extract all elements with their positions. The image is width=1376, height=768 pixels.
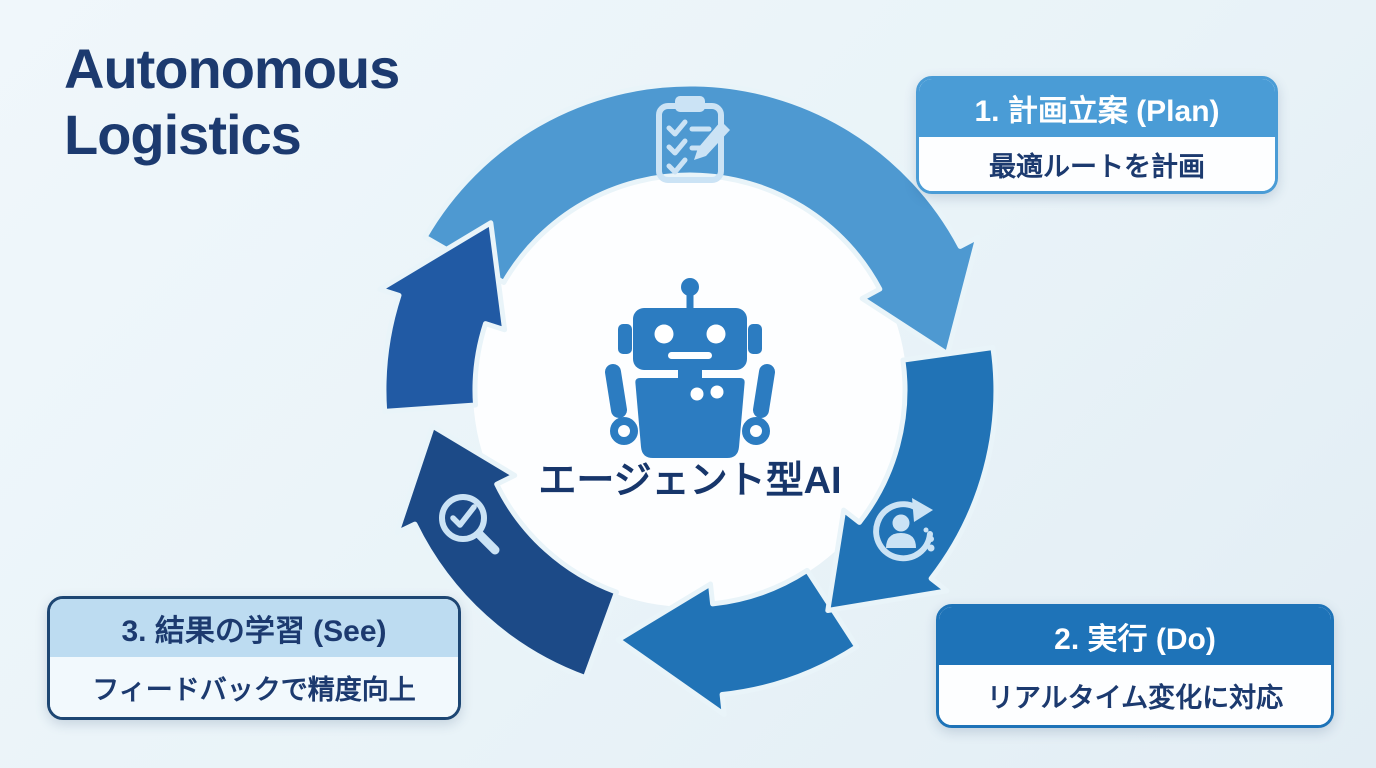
step-body-see: フィードバックで精度向上 xyxy=(50,657,458,717)
person-sync-icon xyxy=(873,498,935,562)
step-box-do: 2. 実行 (Do) リアルタイム変化に対応 xyxy=(936,604,1334,728)
magnifier-check-icon xyxy=(439,494,500,555)
arrow-segment-do xyxy=(825,345,999,613)
page-title: Autonomous Logistics xyxy=(64,37,400,166)
step-box-plan: 1. 計画立案 (Plan) 最適ルートを計画 xyxy=(916,76,1278,194)
robot-icon xyxy=(605,278,775,458)
step-box-see: 3. 結果の学習 (See) フィードバックで精度向上 xyxy=(47,596,461,720)
step-body-do: リアルタイム変化に対応 xyxy=(939,665,1331,725)
step-body-plan: 最適ルートを計画 xyxy=(919,137,1275,191)
arrow-segment-left-up xyxy=(377,220,508,414)
center-label: エージェント型AI xyxy=(538,460,841,502)
arrow-segment-bottom xyxy=(615,567,860,717)
step-header-do: 2. 実行 (Do) xyxy=(939,607,1331,665)
step-header-plan: 1. 計画立案 (Plan) xyxy=(919,79,1275,137)
arrow-segment-plan xyxy=(422,81,981,357)
step-header-see: 3. 結果の学習 (See) xyxy=(50,599,458,657)
arrow-segment-see xyxy=(394,423,619,681)
clipboard-check-icon xyxy=(656,96,730,183)
